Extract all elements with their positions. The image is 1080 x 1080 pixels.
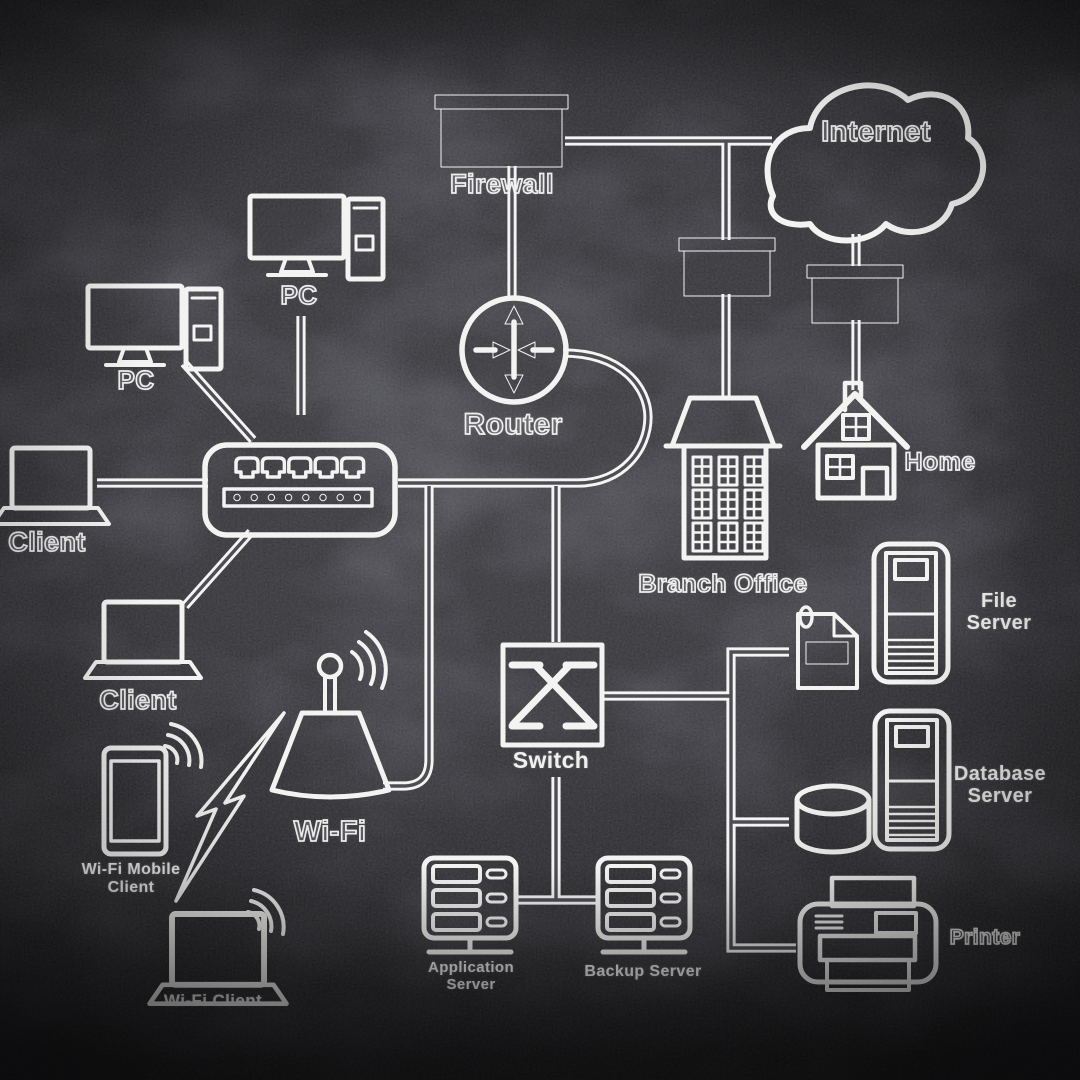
ethernet-hub-icon: [202, 442, 398, 538]
backup-server-label: Backup Server: [584, 963, 702, 980]
firewall-icon: [434, 94, 569, 168]
internet-cloud-icon: [764, 82, 986, 244]
printer-icon: [797, 875, 939, 992]
home-label: Home: [904, 447, 976, 477]
wifi-mobile-client-label: Wi-Fi Mobile Client: [81, 861, 181, 896]
wifi-client-label: Wi-Fi Client: [163, 991, 263, 1010]
database-server-label: Database Server: [953, 763, 1047, 808]
switch-label: Switch: [512, 747, 590, 773]
house-icon: [801, 380, 910, 501]
printer-label: Printer: [949, 925, 1021, 950]
pc-left-label: PC: [117, 365, 155, 396]
database-cylinder-icon: [794, 783, 872, 855]
application-server-icon: [424, 858, 516, 952]
file-server-icon: [874, 544, 948, 682]
backup-server-icon: [598, 858, 690, 952]
home-firewall-icon: [806, 264, 904, 324]
internet-label: Internet: [820, 115, 931, 149]
client-top-laptop-icon: [0, 448, 109, 524]
link-right-bus: [726, 647, 796, 953]
smartphone-icon: [101, 745, 169, 857]
branch-firewall-icon: [678, 237, 776, 297]
client-mid-laptop-icon: [85, 602, 201, 678]
document-icon: [796, 605, 859, 690]
router-label: Router: [463, 407, 563, 442]
pc-top-icon: [250, 196, 383, 279]
database-server-icon: [875, 711, 949, 849]
lightning-bolt-icon: [174, 711, 286, 903]
wifi-ap-waves-icon: [350, 630, 388, 690]
pc-top-label: PC: [280, 280, 318, 311]
connection-lines: [97, 136, 861, 953]
client-mid-label: Client: [98, 684, 177, 716]
pc-left-icon: [88, 286, 221, 369]
branch-office-building-icon: [663, 395, 783, 561]
application-server-label: Application Server: [427, 959, 515, 993]
firewall-label: Firewall: [449, 168, 554, 200]
client-top-label: Client: [7, 526, 86, 558]
branch-office-label: Branch Office: [638, 569, 808, 599]
connection-lines-core: [97, 139, 858, 950]
file-server-label: File Server: [966, 590, 1032, 635]
router-icon: [459, 295, 569, 405]
wifi-ap-label: Wi-Fi: [293, 815, 367, 849]
smartphone-wifi-waves-icon: [163, 722, 204, 769]
switch-icon: [500, 642, 605, 748]
